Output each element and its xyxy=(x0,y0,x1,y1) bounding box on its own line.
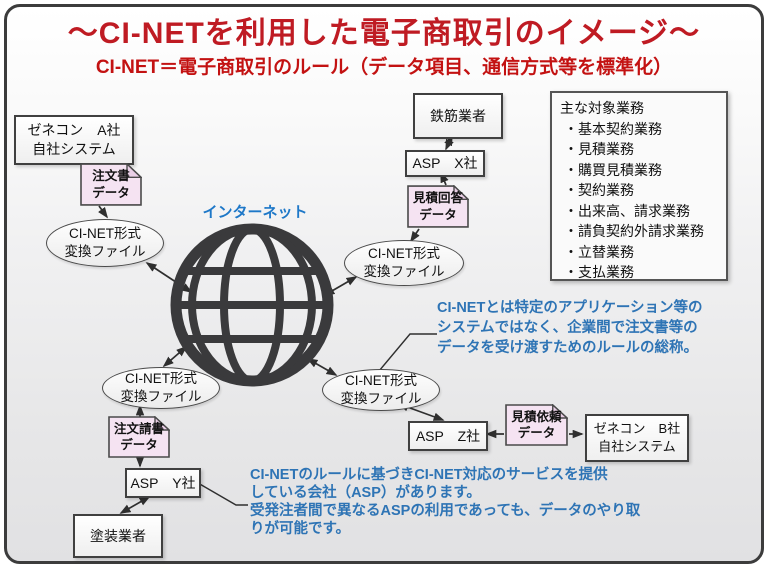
note1-line1: CI-NETとは特定のアプリケーション等の xyxy=(437,300,703,316)
node-genecon-b-line2: 自社システム xyxy=(598,439,676,454)
document-icon xyxy=(108,416,170,458)
node-tosou-label: 塗装業者 xyxy=(90,527,146,544)
arrow-doc-order-to-converter-tl xyxy=(98,205,108,219)
legend-item: ・購買見積業務 xyxy=(564,161,662,178)
legend-item: ・請負契約外請求業務 xyxy=(564,223,704,239)
doc-quote-reply-line2: データ xyxy=(419,207,457,222)
node-genecon-b: ゼネコン B社 自社システム xyxy=(585,414,689,462)
legend-title: 主な対象業務 xyxy=(560,100,644,116)
legend-box: 主な対象業務 ・基本契約業務 ・見積業務 ・購買見積業務 ・契約業務 ・出来高、… xyxy=(550,91,728,281)
arrow-doc-quote-reply-to-converter-tr xyxy=(410,228,420,243)
converter-line1: CI-NET形式 xyxy=(368,246,440,262)
doc-quote-request-line2: データ xyxy=(517,426,556,440)
legend-item: ・立替業務 xyxy=(564,243,634,260)
legend-item: ・基本契約業務 xyxy=(564,120,662,137)
converter-line1: CI-NET形式 xyxy=(69,226,141,242)
doc-quote-request-data: 見積依頼 データ xyxy=(505,404,568,446)
converter-ellipse-top-right: CI-NET形式 変換ファイル xyxy=(344,240,464,286)
node-genecon-a: ゼネコン A社 自社システム xyxy=(14,115,134,165)
node-asp-z-label: ASP Z社 xyxy=(415,427,481,444)
note1-line2: システムではなく、企業間で注文書等の xyxy=(437,320,698,336)
note2-line4: りが可能です。 xyxy=(250,521,351,537)
node-asp-y: ASP Y社 xyxy=(125,468,201,498)
legend-item: ・見積業務 xyxy=(564,141,634,157)
converter-line1: CI-NET形式 xyxy=(345,373,417,389)
arrow-converter-tl-globe xyxy=(145,262,193,293)
note-cinet-definition: CI-NETとは特定のアプリケーション等の システムではなく、企業間で注文書等の… xyxy=(437,298,703,358)
doc-quote-reply-line1: 見積回答 xyxy=(412,191,463,206)
node-genecon-a-line1: ゼネコン A社 xyxy=(27,122,121,139)
doc-acceptance-line1: 注文請書 xyxy=(113,421,164,436)
page-title: ～CI-NETを利用した電子商取引のイメージ～ xyxy=(67,17,701,50)
converter-line2: 変換ファイル xyxy=(120,389,202,404)
note-asp-explanation: CI-NETのルールに基づきCI-NET対応のサービスを提供 している会社（AS… xyxy=(250,466,640,538)
doc-order-line1: 注文書 xyxy=(92,169,130,184)
callout-line-note2 xyxy=(197,482,248,506)
converter-ellipse-bottom-right: CI-NET形式 変換ファイル xyxy=(322,369,440,411)
note2-line2: している会社（ASP）があります。 xyxy=(250,485,481,501)
node-asp-y-label: ASP Y社 xyxy=(130,474,196,491)
node-asp-z: ASP Z社 xyxy=(408,421,488,451)
page-subtitle: CI-NET＝電子商取引のルール（データ項目、通信方式等を標準化） xyxy=(95,57,673,78)
converter-ellipse-bottom-left: CI-NET形式 変換ファイル xyxy=(102,367,220,409)
doc-order-data: 注文書 データ xyxy=(80,163,142,206)
converter-line2: 変換ファイル xyxy=(64,244,146,259)
arrow-globe-converter-br xyxy=(306,358,338,376)
node-tekkin-label: 鉄筋業者 xyxy=(430,107,486,124)
node-genecon-b-line1: ゼネコン B社 xyxy=(593,421,681,437)
converter-line2: 変換ファイル xyxy=(363,264,445,279)
doc-quote-request-line1: 見積依頼 xyxy=(511,409,562,424)
document-icon xyxy=(80,163,142,206)
node-tekkin: 鉄筋業者 xyxy=(413,93,503,139)
converter-line2: 変換ファイル xyxy=(340,391,422,406)
node-genecon-a-line2: 自社システム xyxy=(32,141,116,157)
node-asp-x-label: ASP X社 xyxy=(412,155,478,172)
note2-line3: 受発注者間で異なるASPの利用であっても、データのやり取 xyxy=(250,503,641,519)
document-icon xyxy=(505,404,568,446)
doc-acceptance-data: 注文請書 データ xyxy=(108,416,170,458)
note2-line1: CI-NETのルールに基づきCI-NET対応のサービスを提供 xyxy=(250,467,608,483)
doc-order-line2: データ xyxy=(92,185,130,200)
legend-item: ・出来高、請求業務 xyxy=(564,202,690,219)
globe-icon xyxy=(170,223,334,387)
callout-line-note1 xyxy=(378,333,437,372)
legend-item: ・支払業務 xyxy=(564,264,634,280)
node-asp-x: ASP X社 xyxy=(405,150,485,177)
converter-ellipse-top-left: CI-NET形式 変換ファイル xyxy=(46,219,164,267)
document-icon xyxy=(407,185,469,228)
converter-line1: CI-NET形式 xyxy=(125,371,197,387)
internet-label: インターネット xyxy=(202,204,308,221)
arrow-asp-y-tosou xyxy=(119,496,151,514)
arrow-globe-converter-bl xyxy=(162,345,188,368)
legend-item: ・契約業務 xyxy=(564,182,634,198)
node-tosou: 塗装業者 xyxy=(73,514,163,558)
doc-acceptance-line2: データ xyxy=(120,438,158,452)
note1-line3: データを受け渡すためのルールの総称。 xyxy=(437,340,698,356)
doc-quote-reply-data: 見積回答 データ xyxy=(407,185,469,228)
